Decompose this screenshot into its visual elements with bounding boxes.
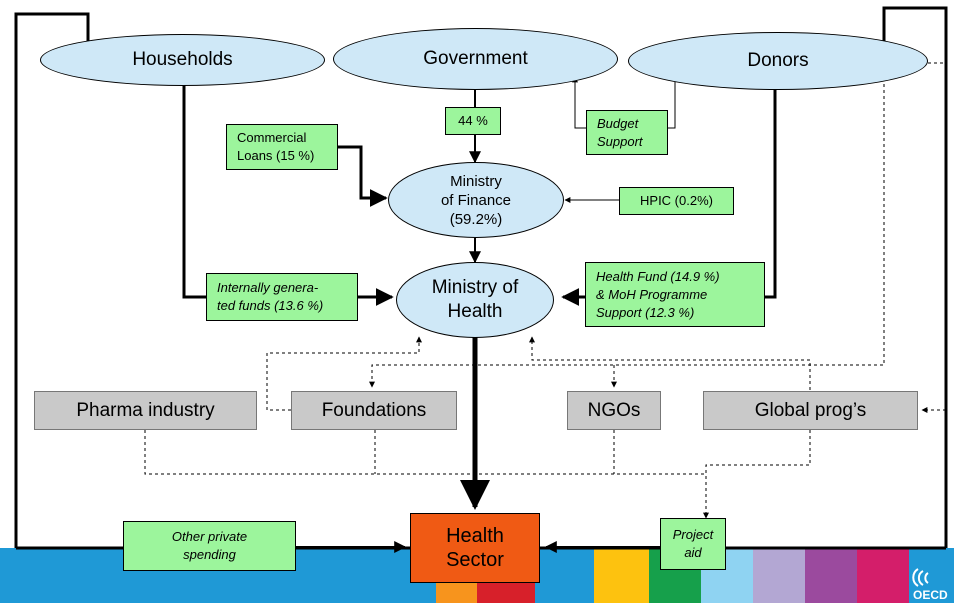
pharma-industry-box: Pharma industry <box>34 391 257 430</box>
hpic-text: HPIC (0.2%) <box>640 193 713 208</box>
health-sector-label: Health Sector <box>446 525 504 571</box>
band-yellow <box>594 548 649 603</box>
frame-left <box>14 12 90 548</box>
other-private-spending-label: Other private spending <box>123 521 296 571</box>
band-blue-end <box>909 548 954 603</box>
project-aid-label: Project aid <box>660 518 726 570</box>
global-to-project-dash <box>703 430 811 519</box>
government-share-label: 44 % <box>445 107 501 135</box>
government-share-text: 44 % <box>458 113 488 128</box>
other-private-text: Other private spending <box>171 529 248 562</box>
government-node: Government <box>333 28 618 90</box>
band-magenta <box>857 548 909 603</box>
mof-label: Ministry of Finance (59.2%) <box>440 172 512 228</box>
ngos-label: NGOs <box>587 399 641 421</box>
oecd-logo: OECD <box>912 566 954 603</box>
hpic-label: HPIC (0.2%) <box>619 187 734 215</box>
pharma-to-project-dash <box>144 430 706 475</box>
health-fund-label: Health Fund (14.9 %) & MoH Programme Sup… <box>585 262 765 327</box>
households-node: Households <box>40 34 325 86</box>
band-lavender <box>753 548 805 603</box>
ngos-box: NGOs <box>567 391 661 430</box>
donors-to-actors-dash <box>369 72 885 388</box>
oecd-logo-text: OECD <box>913 588 948 602</box>
commercial-loans-label: Commercial Loans (15 %) <box>226 124 338 170</box>
donors-label: Donors <box>747 50 809 71</box>
households-label: Households <box>132 49 233 70</box>
pharma-industry-label: Pharma industry <box>76 399 215 421</box>
donors-node: Donors <box>628 32 928 90</box>
global-programmes-box: Global prog’s <box>703 391 918 430</box>
ministry-of-health-node: Ministry of Health <box>396 262 554 338</box>
moh-label: Ministry of Health <box>431 277 519 322</box>
foundations-box: Foundations <box>291 391 457 430</box>
commercial-loans-text: Commercial Loans (15 %) <box>237 130 315 163</box>
government-label: Government <box>423 48 528 69</box>
internally-generated-funds-label: Internally genera- ted funds (13.6 %) <box>206 273 358 321</box>
budget-support-label: Budget Support <box>586 110 668 155</box>
foundations-label: Foundations <box>321 399 427 421</box>
budget-support-text: Budget Support <box>597 115 643 149</box>
global-to-moh-dash <box>529 336 811 390</box>
health-sector-node: Health Sector <box>410 513 540 583</box>
foundations-to-moh-dash <box>266 336 422 411</box>
band-purple <box>805 548 857 603</box>
internally-generated-text: Internally genera- ted funds (13.6 %) <box>217 280 324 313</box>
frame-right <box>882 6 948 548</box>
global-programmes-label: Global prog’s <box>754 399 867 421</box>
ministry-of-finance-node: Ministry of Finance (59.2%) <box>388 162 564 238</box>
health-fund-text: Health Fund (14.9 %) & MoH Programme Sup… <box>596 268 720 320</box>
project-aid-text: Project aid <box>672 527 714 560</box>
loans-to-mof-line <box>338 145 388 207</box>
oecd-logo-mark: OECD <box>912 568 948 602</box>
